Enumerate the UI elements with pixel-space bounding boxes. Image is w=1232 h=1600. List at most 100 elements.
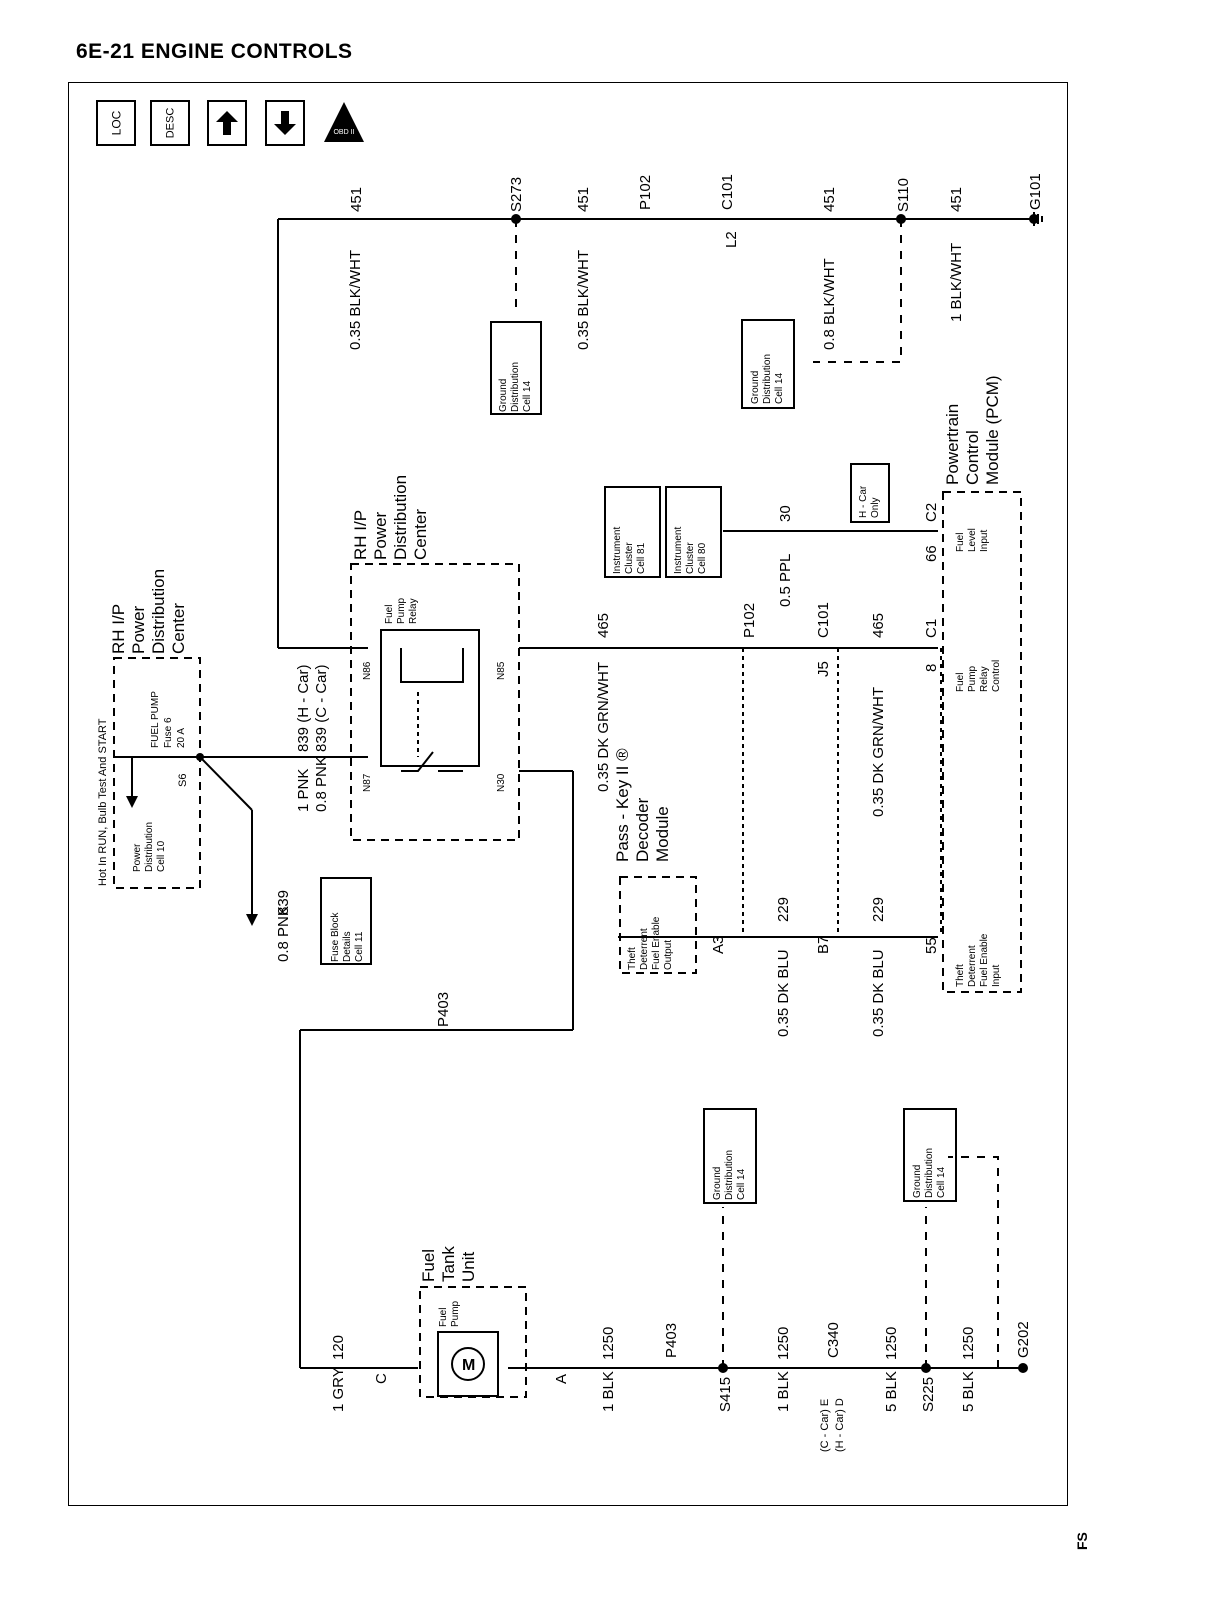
cluster-80-2: Cell 80: [697, 542, 708, 574]
fuse-name-2: 20 A: [176, 728, 187, 748]
ground-g202: [1018, 1363, 1028, 1373]
ground-distribution-box-2[interactable]: [741, 319, 795, 409]
gd4-2: Cell 14: [936, 1166, 947, 1198]
pcm-theft-in-3: Input: [991, 965, 1002, 987]
relay-title-0: RH I/P: [351, 510, 370, 560]
hcar-1: Only: [870, 497, 881, 518]
gd3-1: Distribution: [724, 1150, 735, 1200]
diagram-frame: [68, 82, 1068, 1506]
circuit-451-a: 451: [348, 187, 365, 212]
wire-label-1: 0.35 BLK/WHT: [575, 250, 592, 350]
wire-ppl: 0.5 PPL: [777, 554, 794, 607]
hot-label: Hot In RUN, Bulb Test And START: [97, 718, 109, 886]
splice-s273: [511, 214, 521, 224]
cluster-80-1: Cluster: [685, 542, 696, 574]
circuit-1250-d: 1250: [960, 1327, 977, 1360]
cluster-80-0: Instrument: [673, 527, 684, 574]
connector-p102-top: P102: [637, 175, 654, 210]
cluster-81-0: Instrument: [612, 527, 623, 574]
desc-button[interactable]: DESC: [150, 100, 190, 146]
pcm-fuel-level-1: Level: [967, 528, 978, 552]
pcm-pin-8: 8: [923, 664, 940, 672]
pcm-pin-66: 66: [923, 545, 940, 562]
splice-s415: [718, 1363, 728, 1373]
tank-pump-0: Fuel: [438, 1308, 449, 1327]
motor-icon: M: [462, 1357, 475, 1374]
passkey-output-3: Output: [663, 940, 674, 970]
passkey-output-0: Theft: [627, 947, 638, 970]
ground-distribution-box-4[interactable]: [903, 1108, 957, 1202]
splice-s225: [921, 1363, 931, 1373]
circuit-465-a: 465: [595, 613, 612, 638]
ground-label-g101: G101: [1027, 173, 1044, 210]
h-car-only-box: [850, 463, 890, 523]
fuse-title-0: RH I/P: [109, 604, 128, 654]
connector-p403-top: P403: [435, 992, 452, 1027]
circuit-229-a: 229: [775, 897, 792, 922]
gd3-0: Ground: [712, 1167, 723, 1200]
gd4-1: Distribution: [924, 1148, 935, 1198]
passkey-output-2: Fuel Enable: [651, 916, 662, 970]
wire-465-b: 0.35 DK GRN/WHT: [870, 687, 887, 817]
obd-ii-icon[interactable]: OBD II: [322, 100, 366, 144]
wire-blk-0: 1 BLK: [600, 1371, 617, 1412]
pin-b7: B7: [815, 936, 832, 954]
relay-pin-n87: N87: [362, 773, 373, 792]
up-arrow-icon: [216, 111, 238, 135]
relay-name-2: Relay: [408, 598, 419, 624]
wire-label-2: 0.8 BLK/WHT: [821, 258, 838, 350]
instrument-cluster-81-box[interactable]: [604, 486, 661, 578]
obd-label: OBD II: [333, 129, 354, 136]
relay-name-1: Pump: [396, 597, 407, 624]
tank-pump-1: Pump: [450, 1300, 461, 1327]
connector-c101-mid: C101: [815, 602, 832, 638]
ground-distribution-box-1[interactable]: [490, 321, 542, 415]
loc-button[interactable]: LOC: [96, 100, 136, 146]
page-title: 6E-21 ENGINE CONTROLS: [76, 40, 353, 63]
pin-j5: J5: [815, 661, 832, 677]
relay-pin-n85: N85: [496, 661, 507, 680]
pin-a3: A3: [710, 936, 727, 954]
wiring-diagram: 0.35 BLK/WHT 451 S273 0.35 BLK/WHT 451 P…: [97, 173, 1044, 1452]
footer-code: FS: [1074, 1532, 1090, 1550]
circuit-451-b: 451: [575, 187, 592, 212]
fuse-title-3: Center: [169, 603, 188, 654]
ground-g101: [1029, 214, 1039, 224]
previous-page-button[interactable]: [207, 100, 247, 146]
connector-p403-bottom: P403: [663, 1323, 680, 1358]
circuit-1250-b: 1250: [775, 1327, 792, 1360]
splice-label-s415: S415: [717, 1377, 734, 1412]
power-box-2: Cell 10: [156, 840, 167, 872]
cluster-81-2: Cell 81: [636, 542, 647, 574]
passkey-title-0: Pass - Key II ®: [613, 748, 632, 862]
fuse-name-0: FUEL PUMP: [150, 691, 161, 748]
circuit-451-d: 451: [948, 187, 965, 212]
pcm-pin-55: 55: [923, 937, 940, 954]
pin-l2: L2: [723, 231, 740, 248]
pcm-relay-ctrl-3: Control: [991, 660, 1002, 692]
ground-distribution-box-3[interactable]: [703, 1108, 757, 1204]
circuit-30: 30: [777, 505, 794, 522]
ground-label-g202: G202: [1015, 1321, 1032, 1358]
instrument-cluster-80-box[interactable]: [665, 486, 722, 578]
relay-name-0: Fuel: [384, 605, 395, 624]
wire-blk-2: 5 BLK: [883, 1371, 900, 1412]
details-box-0: Fuse Block: [330, 912, 341, 962]
splice-label-s6: S6: [177, 774, 189, 787]
passkey-output-1: Deterrent: [639, 928, 650, 970]
passkey-title-1: Decoder: [633, 797, 652, 862]
wire-label-0: 0.35 BLK/WHT: [347, 250, 364, 350]
next-page-button[interactable]: [265, 100, 305, 146]
circuit-1250-c: 1250: [883, 1327, 900, 1360]
pcm-connector-c2: C2: [923, 503, 940, 522]
relay-title-3: Center: [411, 509, 430, 560]
circuit-451-c: 451: [821, 187, 838, 212]
splice-label-s110: S110: [895, 178, 912, 212]
pcm-theft-in-2: Fuel Enable: [979, 933, 990, 987]
down-arrow-icon: [274, 111, 296, 135]
relay-circuit-in-1: 839 (C - Car): [313, 664, 330, 752]
fuse-block-details-box[interactable]: [320, 877, 372, 965]
wire-blk-3: 5 BLK: [960, 1371, 977, 1412]
details-box-1: Details: [342, 931, 353, 962]
c340-pin-0: (C - Car) E: [819, 1399, 831, 1452]
